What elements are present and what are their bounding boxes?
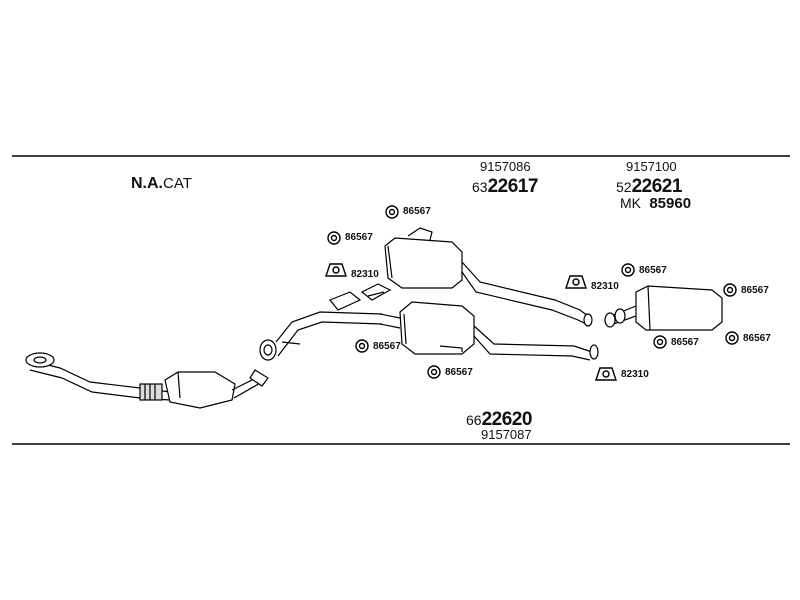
callout-rubber-mount: 86567 (373, 341, 401, 352)
rubber-mount-icon (327, 205, 739, 379)
front-muffler-main: 22617 (487, 176, 539, 197)
callout-rubber-mount: 86567 (445, 367, 473, 378)
intermediate-pipe (259, 283, 392, 361)
mount-kit-number: MK 85960 (620, 196, 691, 211)
callout-clamp: 82310 (591, 281, 619, 292)
rear-muffler-main: 22621 (631, 176, 683, 197)
front-muffler-prefix: 63 (472, 179, 488, 195)
rear-muffler-ref: 9157100 (626, 159, 677, 174)
mount-kit-prefix: MK (620, 195, 641, 211)
middle-assembly-prefix: 66 (466, 412, 482, 428)
mount-kit-main: 85960 (649, 195, 692, 212)
front-muffler-number: 6322617 (472, 177, 538, 196)
middle-assembly-number: 6622620 (466, 410, 532, 429)
clamp-icon (325, 263, 617, 381)
callout-rubber-mount: 86567 (741, 285, 769, 296)
front-muffler (384, 227, 593, 327)
middle-assembly-main: 22620 (481, 409, 533, 430)
variant-main: N.A. (131, 175, 163, 192)
callout-clamp: 82310 (351, 269, 379, 280)
callout-rubber-mount: 86567 (639, 265, 667, 276)
rear-muffler-prefix: 52 (616, 179, 632, 195)
callout-rubber-mount: 86567 (743, 333, 771, 344)
variant-suffix: CAT (163, 175, 192, 192)
middle-muffler (379, 301, 599, 361)
variant-label: N.A.CAT (131, 176, 192, 192)
front-muffler-ref: 9157086 (480, 159, 531, 174)
middle-assembly-ref: 9157087 (481, 427, 532, 442)
callout-rubber-mount: 86567 (345, 232, 373, 243)
rear-muffler-number: 5222621 (616, 177, 682, 196)
callout-rubber-mount: 86567 (403, 206, 431, 217)
callout-rubber-mount: 86567 (671, 337, 699, 348)
rear-muffler (604, 285, 723, 331)
callout-clamp: 82310 (621, 369, 649, 380)
catalytic-converter-pipe (25, 352, 269, 409)
